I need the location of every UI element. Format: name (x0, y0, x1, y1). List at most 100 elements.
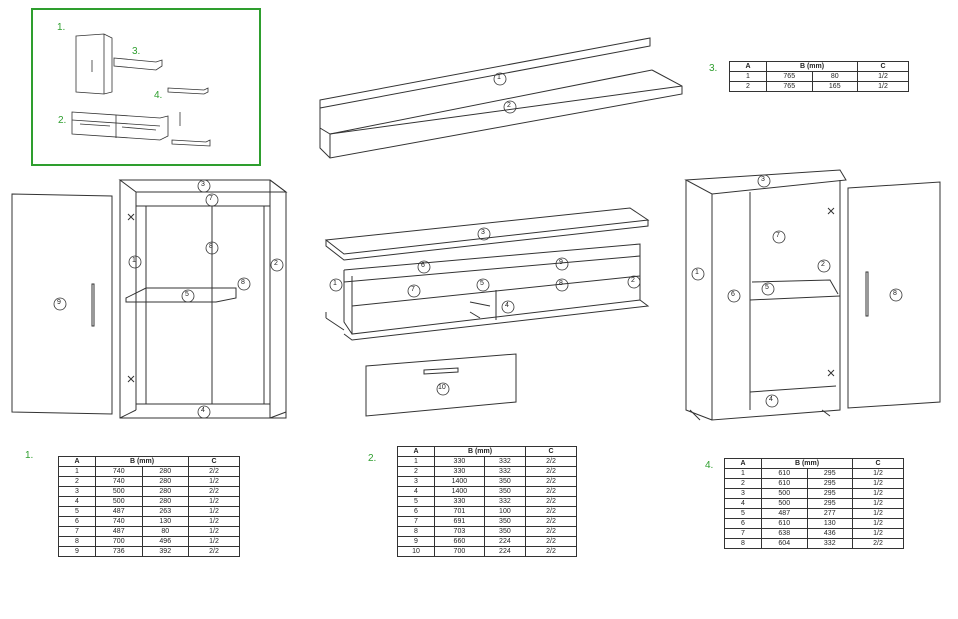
cell-width: 332 (483, 496, 527, 507)
cell-length: 700 (434, 546, 485, 557)
cell-part: 6 (58, 516, 96, 527)
small-callout-5: 5 (765, 284, 769, 291)
table-4-label: 4. (705, 460, 714, 471)
tall-callout-8a: 8 (209, 243, 213, 250)
callout-circles (53, 72, 903, 419)
low-callout-5: 5 (480, 280, 484, 287)
cell-width: 295 (806, 478, 853, 489)
cell-length: 701 (434, 506, 485, 517)
cell-length: 700 (95, 536, 143, 547)
cell-part: 3 (397, 476, 435, 487)
header-c: C (857, 61, 909, 72)
cell-width: 280 (141, 466, 189, 477)
cell-qty: 1/2 (852, 508, 904, 519)
overview-thumbnails (71, 33, 211, 147)
table-2-label: 2. (368, 453, 377, 464)
cell-length: 691 (434, 516, 485, 527)
cell-part: 1 (724, 468, 762, 479)
cell-part: 6 (724, 518, 762, 529)
cell-width: 332 (483, 456, 527, 467)
header-c: C (852, 458, 904, 469)
shelf-callout-1: 1 (497, 74, 501, 81)
cell-qty: 1/2 (852, 468, 904, 479)
low-callout-4: 4 (505, 302, 509, 309)
cell-length: 500 (95, 496, 143, 507)
low-callout-2: 2 (631, 277, 635, 284)
cell-qty: 1/2 (188, 516, 240, 527)
low-callout-3: 3 (481, 229, 485, 236)
cell-length: 500 (761, 498, 808, 509)
cell-width: 263 (141, 506, 189, 517)
cell-part: 2 (729, 81, 767, 92)
cell-length: 487 (761, 508, 808, 519)
cell-part: 7 (58, 526, 96, 537)
tall-callout-7: 7 (209, 195, 213, 202)
cell-width: 165 (811, 81, 858, 92)
cell-length: 703 (434, 526, 485, 537)
small-callout-7: 7 (776, 232, 780, 239)
cell-width: 100 (483, 506, 527, 517)
cell-length: 610 (761, 478, 808, 489)
cell-qty: 2/2 (852, 538, 904, 549)
header-b: B (mm) (761, 458, 853, 469)
cell-width: 224 (483, 536, 527, 547)
header-a: A (724, 458, 762, 469)
header-c: C (188, 456, 240, 467)
cell-qty: 1/2 (188, 536, 240, 547)
cell-part: 7 (397, 516, 435, 527)
cell-length: 1400 (434, 486, 485, 497)
small-cabinet-drawing (684, 169, 941, 421)
cell-width: 277 (806, 508, 853, 519)
cell-qty: 2/2 (525, 526, 577, 537)
header-a: A (58, 456, 96, 467)
cell-part: 7 (724, 528, 762, 539)
header-a: A (729, 61, 767, 72)
cell-qty: 1/2 (852, 498, 904, 509)
cell-length: 740 (95, 516, 143, 527)
tall-cabinet-drawing (11, 179, 288, 419)
tall-callout-5: 5 (185, 291, 189, 298)
cell-part: 6 (397, 506, 435, 517)
shelf-callout-2: 2 (507, 102, 511, 109)
header-a: A (397, 446, 435, 457)
cell-qty: 2/2 (188, 546, 240, 557)
cell-width: 130 (806, 518, 853, 529)
cell-width: 130 (141, 516, 189, 527)
cell-part: 8 (724, 538, 762, 549)
table-header-row: A B (mm) C (58, 456, 240, 467)
small-callout-6: 6 (731, 291, 735, 298)
cell-length: 487 (95, 506, 143, 517)
cell-part: 8 (58, 536, 96, 547)
header-c: C (525, 446, 577, 457)
cell-part: 8 (397, 526, 435, 537)
cell-part: 5 (397, 496, 435, 507)
low-callout-1: 1 (333, 280, 337, 287)
cell-width: 332 (806, 538, 853, 549)
cell-part: 5 (58, 506, 96, 517)
cell-part: 1 (397, 456, 435, 467)
tall-callout-3: 3 (201, 181, 205, 188)
cell-qty: 2/2 (188, 466, 240, 477)
cell-qty: 1/2 (857, 71, 909, 82)
cell-width: 224 (483, 546, 527, 557)
low-callout-8: 8 (559, 280, 563, 287)
small-callout-1: 1 (695, 269, 699, 276)
